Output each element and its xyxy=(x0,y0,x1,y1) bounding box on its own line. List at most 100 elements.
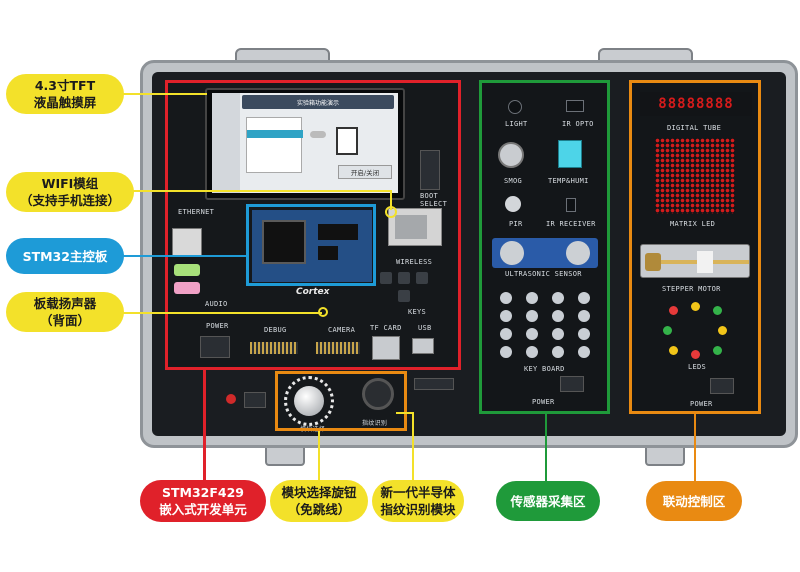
camera-header[interactable] xyxy=(316,342,360,354)
wifi-module xyxy=(388,208,442,246)
boot-select-label: BOOT SELECT xyxy=(420,192,448,208)
tf-card-label: TF CARD xyxy=(370,324,402,332)
stepper-motor-label: STEPPER MOTOR xyxy=(662,285,721,293)
line-wifi-drop xyxy=(390,190,392,210)
key-button-3[interactable] xyxy=(416,272,428,284)
lcd-toggle-button[interactable]: 开启/关闭 xyxy=(338,165,392,179)
audio-label: AUDIO xyxy=(205,300,228,308)
callout-wifi: WIFI模组 （支持手机连接） xyxy=(6,172,134,212)
flash-chip xyxy=(318,246,338,260)
stm32-core-board xyxy=(252,210,372,282)
digital-tube-display: 88888888 xyxy=(640,92,752,116)
led-yellow xyxy=(669,346,678,355)
green-zone-border xyxy=(479,80,610,414)
line-stm32f429 xyxy=(203,370,206,482)
keyboard-key[interactable] xyxy=(526,346,538,358)
keyboard-key[interactable] xyxy=(552,310,564,322)
sdram-chip xyxy=(318,224,358,240)
line-sensor-zone xyxy=(545,414,547,482)
orange-zone-border xyxy=(629,80,761,414)
led-red xyxy=(669,306,678,315)
keyboard-key[interactable] xyxy=(500,328,512,340)
keyboard-key[interactable] xyxy=(526,310,538,322)
sensor-power-switch[interactable] xyxy=(560,376,584,392)
callout-stm32-board: STM32主控板 xyxy=(6,238,124,274)
line-speaker xyxy=(122,312,322,314)
fingerprint-sensor[interactable] xyxy=(362,378,394,410)
keyboard-key[interactable] xyxy=(526,328,538,340)
ultrasonic-sensor xyxy=(492,238,598,268)
matrix-led-label: MATRIX LED xyxy=(670,220,716,228)
cortex-logo: Cortex xyxy=(296,287,330,297)
keyboard-key[interactable] xyxy=(500,310,512,322)
line-fingerprint xyxy=(412,412,414,482)
line-wifi xyxy=(132,190,392,192)
sub-board-switch[interactable] xyxy=(244,392,266,408)
line-control-zone xyxy=(694,414,696,482)
fingerprint-label: 指纹识别 xyxy=(362,420,388,427)
audio-jack-pink[interactable] xyxy=(174,282,200,294)
keyboard-key[interactable] xyxy=(500,346,512,358)
boot-select-switch[interactable] xyxy=(420,150,440,190)
keyboard-key[interactable] xyxy=(526,292,538,304)
red-zone-border xyxy=(165,80,461,370)
camera-label: CAMERA xyxy=(328,326,356,334)
sensor-power-label: POWER xyxy=(532,398,555,406)
lcd-screen: 实验箱功能演示 开启/关闭 xyxy=(212,93,398,193)
blue-zone-border xyxy=(246,204,376,286)
leds-label: LEDS xyxy=(688,363,707,371)
lcd-title-bar: 实验箱功能演示 xyxy=(242,95,394,109)
keyboard-key[interactable] xyxy=(578,310,590,322)
lcd-title: 实验箱功能演示 xyxy=(296,99,339,107)
keyboard-key[interactable] xyxy=(552,346,564,358)
temp-humi-sensor xyxy=(558,140,582,168)
callout-lcd: 4.3寸TFT 液晶触摸屏 xyxy=(6,74,124,114)
ir-opto-sensor xyxy=(566,100,584,112)
keyboard-key[interactable] xyxy=(552,292,564,304)
line-fingerprint-h xyxy=(396,412,414,414)
callout-stm32f429: STM32F429 嵌入式开发单元 xyxy=(140,480,266,522)
digital-tube-label: DIGITAL TUBE xyxy=(667,124,722,132)
matrix-led xyxy=(655,138,735,214)
keyboard-key[interactable] xyxy=(578,346,590,358)
temp-humi-label: TEMP&HUMI xyxy=(548,177,589,185)
usb-port[interactable] xyxy=(412,338,434,354)
keyboard-key[interactable] xyxy=(578,292,590,304)
wireless-label: WIRELESS xyxy=(396,258,433,266)
ultrasonic-label: ULTRASONIC SENSOR xyxy=(505,270,582,278)
led-green xyxy=(713,346,722,355)
leds-ring xyxy=(663,302,727,360)
key-button-4[interactable] xyxy=(398,290,410,302)
line-lcd xyxy=(122,93,207,95)
keyboard-key[interactable] xyxy=(500,292,512,304)
line-stm32 xyxy=(122,255,248,257)
key-button-1[interactable] xyxy=(380,272,392,284)
smog-sensor xyxy=(498,142,524,168)
usb-label: USB xyxy=(418,324,432,332)
key-board-label: KEY BOARD xyxy=(524,365,565,373)
audio-jack-green[interactable] xyxy=(174,264,200,276)
dot-speaker xyxy=(318,307,328,317)
lcd-toggle[interactable] xyxy=(310,131,326,138)
pir-label: PIR xyxy=(509,220,523,228)
control-power-label: POWER xyxy=(690,400,713,408)
light-label: LIGHT xyxy=(505,120,528,128)
keyboard-key[interactable] xyxy=(578,328,590,340)
sub-board-reset[interactable] xyxy=(226,394,236,404)
key-board-grid xyxy=(496,290,596,362)
control-power-switch[interactable] xyxy=(710,378,734,394)
keyboard-key[interactable] xyxy=(552,328,564,340)
callout-knob: 模块选择旋钮 （免跳线） xyxy=(270,480,368,522)
module-select-knob[interactable] xyxy=(294,386,324,416)
light-sensor xyxy=(508,100,522,114)
debug-header[interactable] xyxy=(250,342,298,354)
lcd-list xyxy=(246,117,303,173)
keys-label: KEYS xyxy=(408,308,427,316)
key-button-2[interactable] xyxy=(398,272,410,284)
stepper-motor xyxy=(640,244,750,278)
ethernet-label: ETHERNET xyxy=(178,208,215,216)
ir-receiver-label: IR RECEIVER xyxy=(546,220,596,228)
power-switch[interactable] xyxy=(200,336,230,358)
tf-card-slot[interactable] xyxy=(372,336,400,360)
connector-right-bottom[interactable] xyxy=(414,378,454,390)
